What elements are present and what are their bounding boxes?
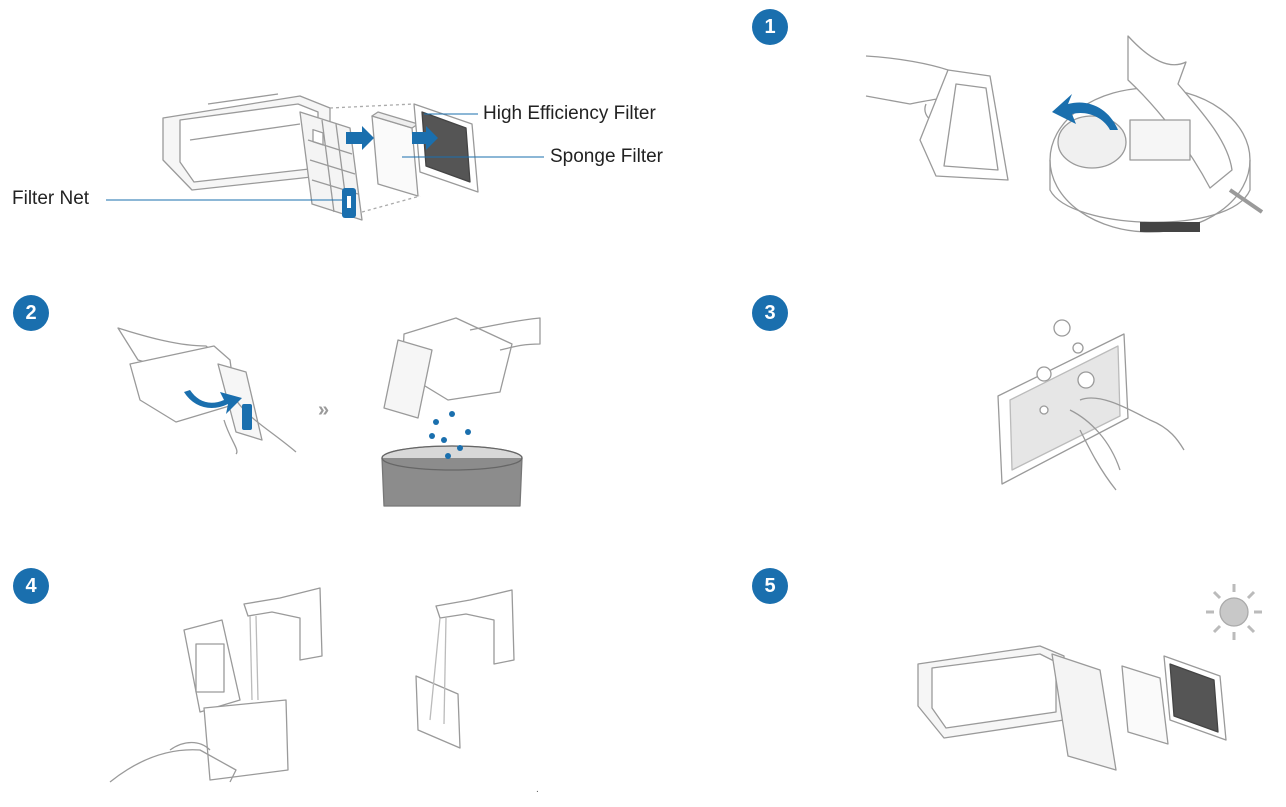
dust-bin-illustration — [162, 93, 331, 191]
high-efficiency-filter-illustration — [413, 103, 479, 193]
svg-text:»: » — [318, 399, 329, 421]
rotate-arrow-icon — [184, 390, 242, 414]
step-3-badge: 3 — [752, 295, 788, 331]
step-1-badge: 1 — [752, 9, 788, 45]
high-efficiency-filter-label: High Efficiency Filter — [483, 103, 656, 124]
sun-icon — [1206, 584, 1262, 640]
arrow-icon — [346, 126, 374, 150]
step-5-badge: 5 — [752, 568, 788, 604]
sponge-filter-illustration — [371, 111, 419, 197]
arrow-icon — [412, 126, 438, 150]
step5-reassemble-illustration — [917, 645, 1227, 771]
filter-net-label: Filter Net — [12, 188, 90, 209]
step2-detach-illustration — [117, 327, 297, 455]
step4-rinse-sponge-illustration — [415, 589, 515, 749]
step-2-badge: 2 — [13, 295, 49, 331]
sponge-filter-label: Sponge Filter — [550, 146, 664, 167]
footer-mark: . — [536, 784, 539, 795]
curved-arrow-icon — [1052, 94, 1118, 130]
step1-hand-illustration — [865, 55, 1009, 181]
step4-rinse-net-illustration — [109, 587, 323, 783]
step2-empty-bin-illustration — [381, 317, 541, 507]
step3-filter-tap-illustration — [997, 319, 1185, 491]
dust-particles — [429, 411, 471, 459]
step1-robot-illustration — [1049, 35, 1264, 233]
step-4-badge: 4 — [13, 568, 49, 604]
